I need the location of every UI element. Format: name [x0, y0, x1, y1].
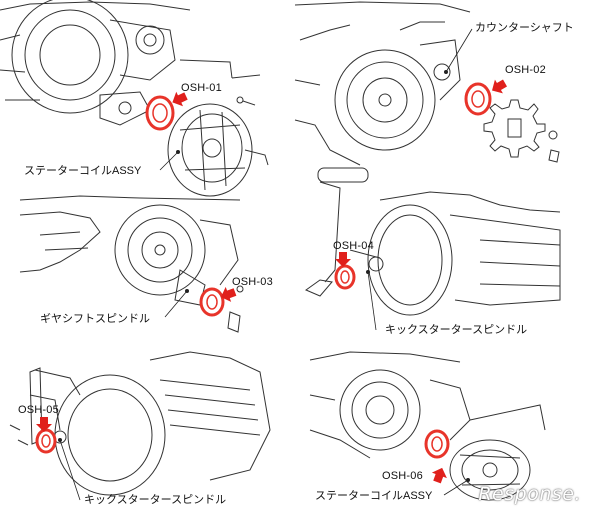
panel-2-engine [294, 1, 471, 166]
oil-seal-osh-02 [464, 82, 492, 116]
arrow-osh-06 [429, 465, 450, 485]
part-code-osh-03: OSH-03 [232, 276, 273, 288]
part-code-osh-01: OSH-01 [181, 82, 222, 94]
part-code-osh-06: OSH-06 [382, 470, 423, 482]
leader-line-5 [59, 439, 81, 501]
oil-seal-osh-01 [145, 95, 175, 131]
panel-6-stator-plate [449, 439, 531, 501]
oil-seal-osh-05 [35, 428, 57, 454]
oil-seal-osh-06 [424, 429, 450, 459]
leader-line-4 [367, 271, 377, 331]
panel-5-engine [29, 351, 271, 496]
panel-1-engine [0, 0, 261, 126]
part-code-osh-02: OSH-02 [505, 64, 546, 76]
part-code-osh-05: OSH-05 [18, 404, 59, 416]
part-label-kick-starter-spindle-left: キックスタータースピンドル [84, 494, 227, 506]
part-label-gear-shift-spindle: ギヤシフトスピンドル [40, 313, 150, 325]
leader-line-6 [443, 479, 469, 496]
part-code-osh-04: OSH-04 [333, 240, 374, 252]
arrow-osh-02 [488, 76, 509, 98]
panel-6-engine [309, 351, 546, 459]
part-label-counter-shaft: カウンターシャフト [475, 22, 574, 34]
leader-line-2 [445, 28, 473, 73]
part-label-stator-coil-bottom: ステーターコイルASSY [315, 490, 433, 502]
panel-2-sprocket [483, 99, 560, 163]
panel-4-engine [349, 191, 561, 316]
arrow-osh-04 [335, 252, 351, 267]
leader-line-3 [164, 290, 188, 318]
response-watermark: Response. [478, 483, 581, 505]
part-label-kick-starter-spindle-right: キックスタータースピンドル [385, 324, 528, 336]
oil-seal-osh-04 [334, 264, 356, 290]
panel-1-stator-plate [167, 103, 269, 197]
panel-4-kick-lever [304, 167, 369, 297]
oil-seal-osh-03 [199, 287, 225, 317]
leader-line-1 [159, 151, 179, 171]
panel-3-engine [19, 195, 244, 333]
part-label-stator-coil-top: ステーターコイルASSY [24, 165, 142, 177]
